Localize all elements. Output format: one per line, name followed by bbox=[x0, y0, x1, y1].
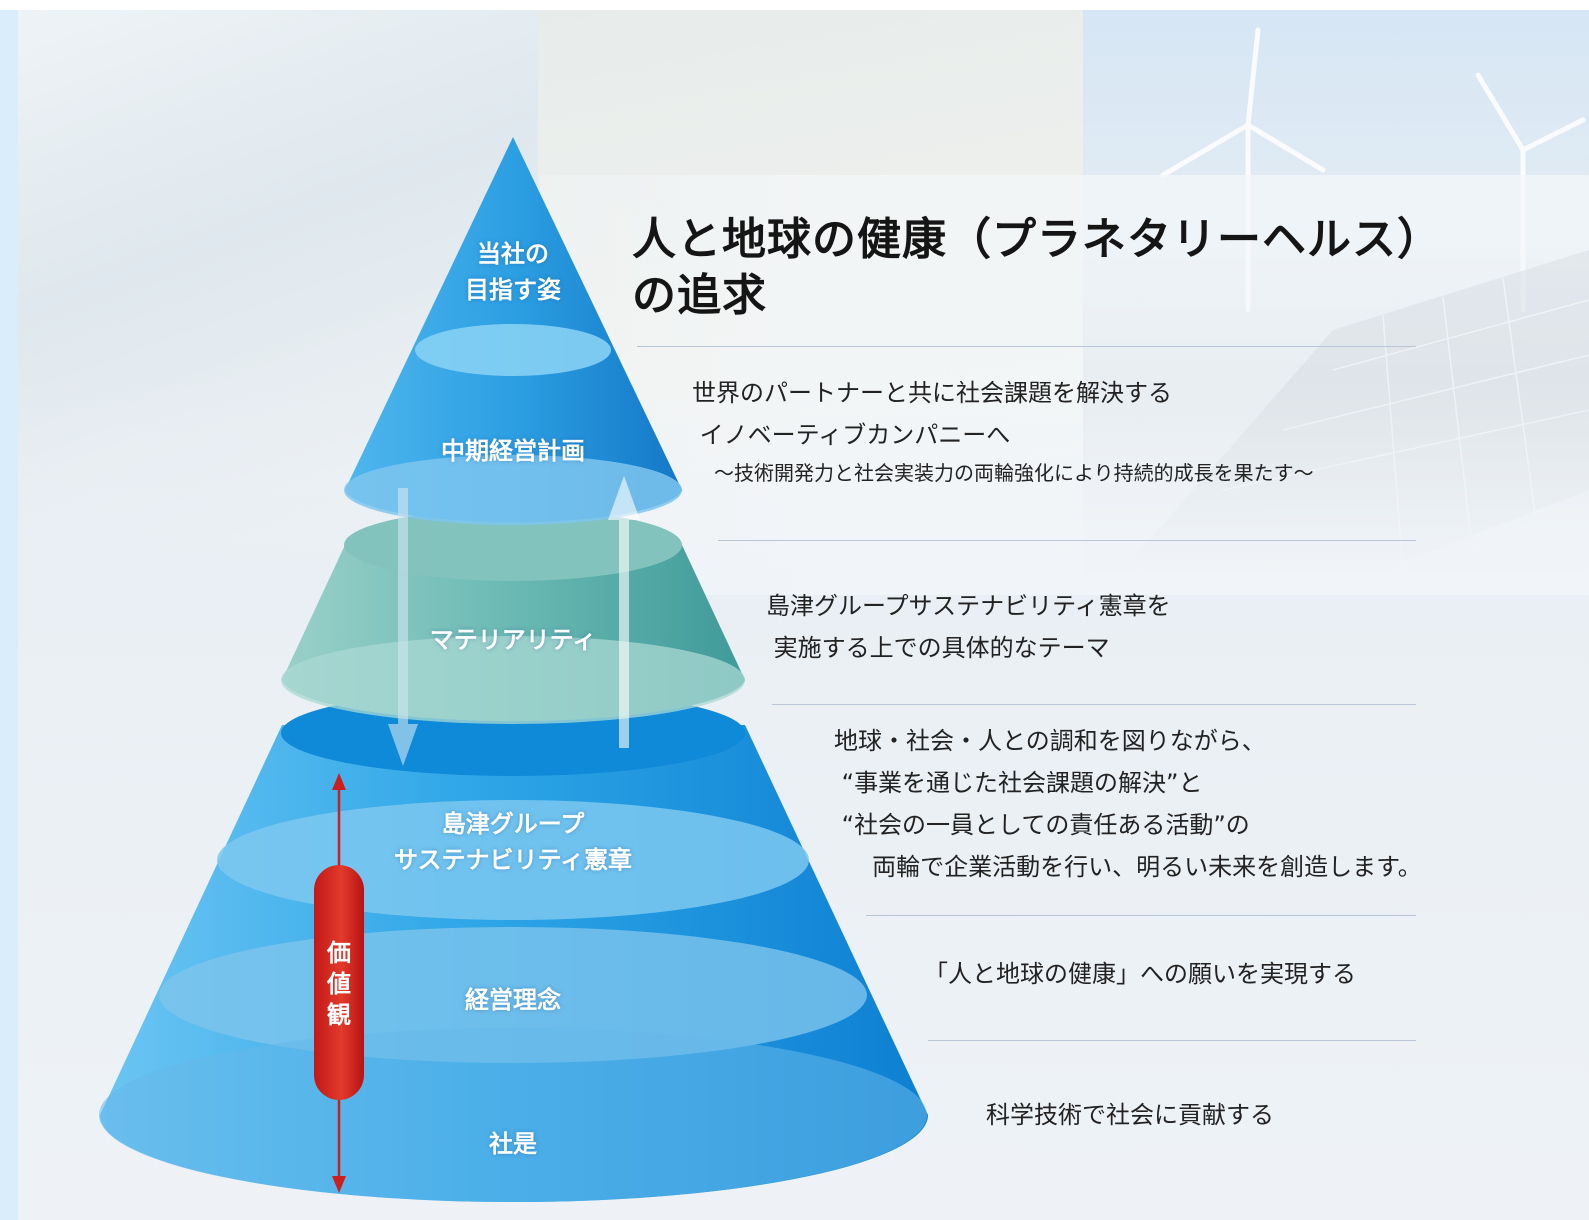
values-char: 値 bbox=[327, 970, 351, 998]
separator-3 bbox=[772, 704, 1416, 705]
description-mid-term-plan: 世界のパートナーと共に社会課題を解決する イノベーティブカンパニーへ ～技術開発… bbox=[692, 372, 1314, 490]
separator-5 bbox=[928, 1040, 1416, 1041]
label-line: マテリアリティ bbox=[429, 626, 597, 654]
description-line: 両輪で企業活動を行い、明るい未来を創造します。 bbox=[834, 853, 1422, 881]
pyramid-label-philosophy: 経営理念 bbox=[363, 982, 663, 1018]
values-arrow-down bbox=[332, 1176, 346, 1193]
description-line: 島津グループサステナビリティ憲章を bbox=[766, 592, 1171, 620]
description-line: イノベーティブカンパニーへ bbox=[692, 421, 1011, 449]
pyramid-label-mid-term-plan: 中期経営計画 bbox=[363, 433, 663, 469]
pyramid-label-vision: 当社の 目指す姿 bbox=[413, 236, 613, 308]
label-line: サステナビリティ憲章 bbox=[393, 846, 633, 874]
pyramid-label-materiality: マテリアリティ bbox=[363, 622, 663, 658]
label-line: 経営理念 bbox=[465, 986, 561, 1014]
pyramid-label-charter: 島津グループ サステナビリティ憲章 bbox=[343, 806, 683, 878]
description-line: 「人と地球の健康」への願いを実現する bbox=[924, 960, 1356, 988]
label-line: 当社の bbox=[477, 240, 549, 268]
pyramid-label-motto: 社是 bbox=[363, 1126, 663, 1162]
pyramid-band-motto bbox=[99, 1028, 927, 1202]
pyramid-top-band-vision bbox=[415, 324, 611, 376]
pyramid-band-charter bbox=[217, 800, 809, 920]
description-line: 世界のパートナーと共に社会課題を解決する bbox=[692, 379, 1172, 407]
label-line: 中期経営計画 bbox=[441, 437, 585, 465]
values-arrow-up bbox=[332, 773, 346, 790]
description-line: “社会の一員としての責任ある活動”の bbox=[834, 811, 1250, 839]
label-line: 社是 bbox=[489, 1130, 537, 1158]
separator-4 bbox=[866, 915, 1416, 916]
values-badge-text: 価 値 観 bbox=[316, 938, 362, 1031]
description-line: 地球・社会・人との調和を図りながら、 bbox=[834, 727, 1266, 755]
values-char: 価 bbox=[327, 939, 351, 967]
label-line: 目指す姿 bbox=[465, 276, 561, 304]
description-subline: ～技術開発力と社会実装力の両輪強化により持続的成長を果たす～ bbox=[714, 461, 1314, 485]
label-line: 島津グループ bbox=[441, 810, 585, 838]
separator-2 bbox=[718, 540, 1416, 541]
values-char: 観 bbox=[327, 1001, 351, 1029]
description-philosophy: 「人と地球の健康」への願いを実現する bbox=[924, 953, 1356, 995]
up-arrow-head bbox=[608, 476, 640, 520]
description-line: 実施する上での具体的なテーマ bbox=[766, 634, 1110, 662]
title-line-1: 人と地球の健康（プラネタリーヘルス） bbox=[632, 214, 1442, 265]
description-materiality: 島津グループサステナビリティ憲章を 実施する上での具体的なテーマ bbox=[766, 585, 1171, 669]
description-charter: 地球・社会・人との調和を図りながら、 “事業を通じた社会課題の解決”と “社会の… bbox=[834, 720, 1422, 888]
pyramid-top-band-plan bbox=[344, 455, 682, 525]
top-strip bbox=[0, 0, 1589, 10]
down-arrow-head bbox=[388, 724, 418, 766]
pyramid-middle-top bbox=[344, 509, 682, 581]
separator-1 bbox=[637, 346, 1416, 347]
title-veil bbox=[540, 175, 1589, 595]
description-line: “事業を通じた社会課題の解決”と bbox=[834, 769, 1203, 797]
description-line: 科学技術で社会に貢献する bbox=[986, 1101, 1274, 1129]
description-motto: 科学技術で社会に貢献する bbox=[986, 1094, 1274, 1136]
diagram-title: 人と地球の健康（プラネタリーヘルス） の追求 bbox=[632, 212, 1532, 324]
left-strip bbox=[0, 10, 18, 1220]
title-line-2: の追求 bbox=[632, 270, 767, 321]
values-badge bbox=[314, 865, 364, 1100]
